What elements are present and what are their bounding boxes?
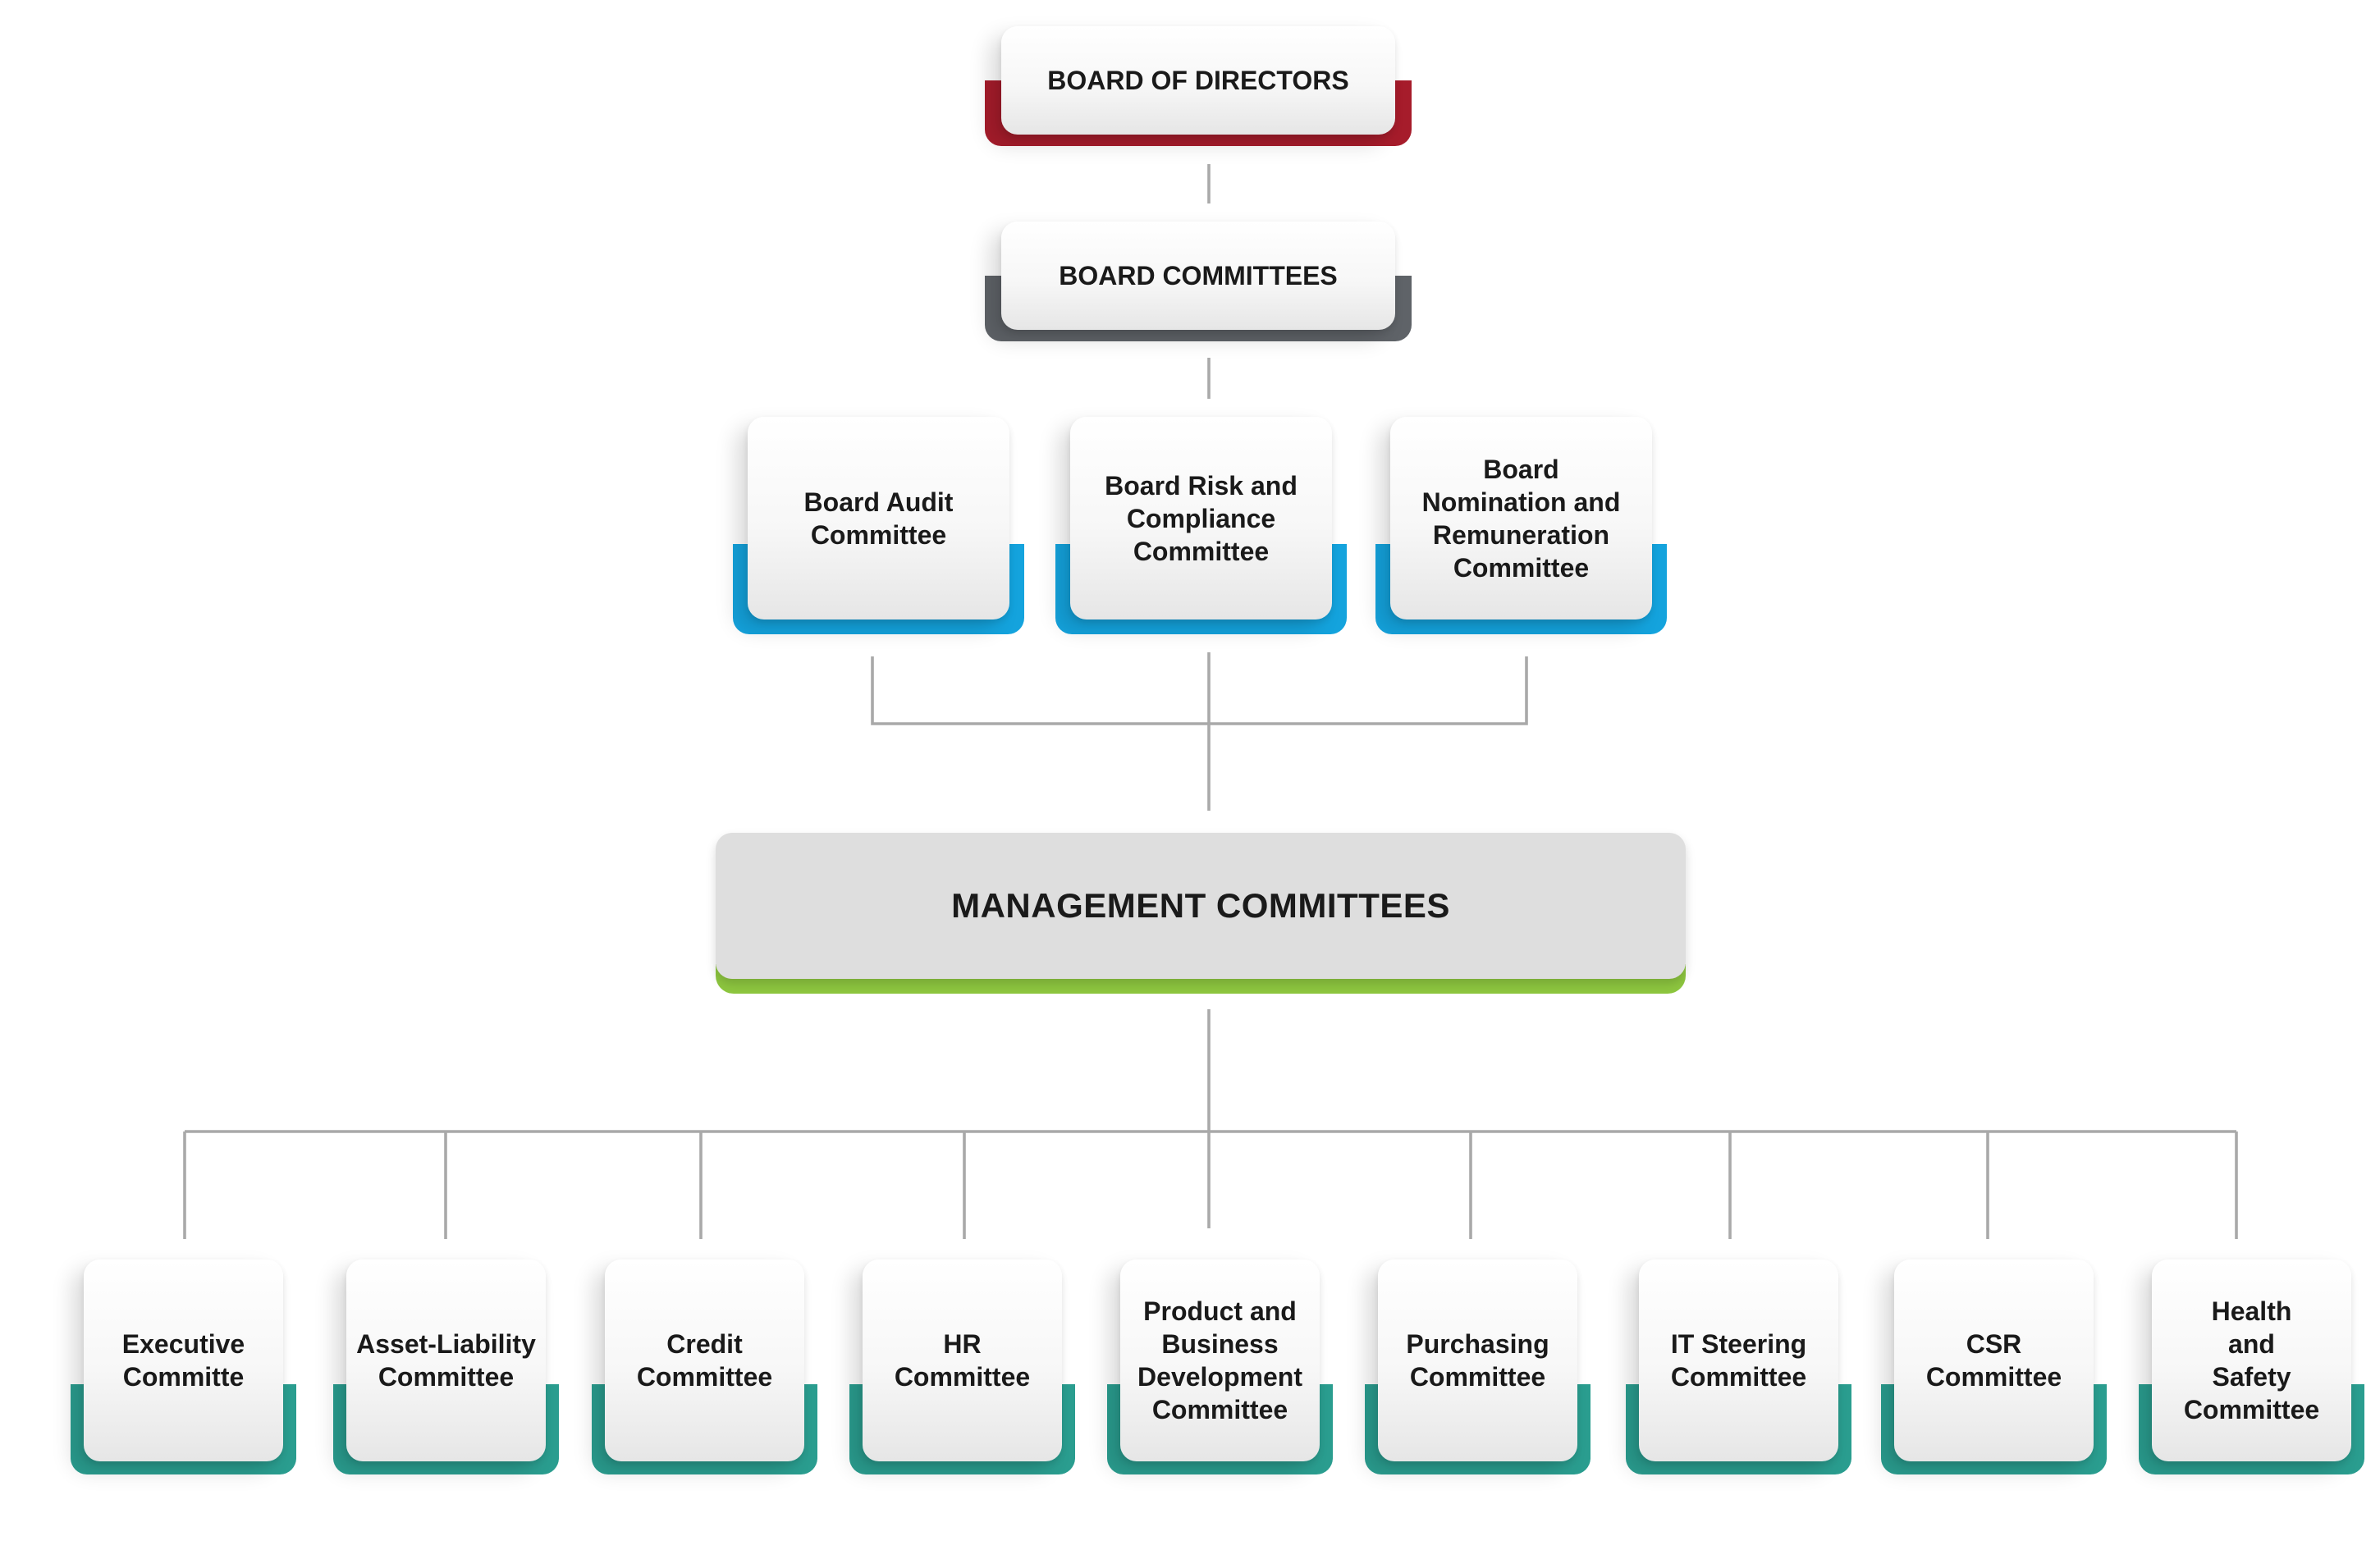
board-nomination-remuneration-committee-node: Board Nomination and Remuneration Commit… — [1375, 417, 1667, 634]
board-risk-compliance-committee-node: Board Risk and Compliance Committee — [1055, 417, 1347, 634]
board-audit-committee-node: Board Audit Committee — [733, 417, 1024, 634]
purchasing-committee-label: Purchasing Committee — [1378, 1260, 1577, 1461]
board-risk-compliance-committee-label: Board Risk and Compliance Committee — [1070, 417, 1332, 619]
board-of-directors-node: BOARD OF DIRECTORS — [985, 26, 1412, 146]
management-committees-label: MANAGEMENT COMMITTEES — [716, 833, 1686, 979]
hr-committee-node: HR Committee — [849, 1260, 1075, 1474]
board-of-directors-label: BOARD OF DIRECTORS — [1001, 26, 1395, 135]
board-committees-label: BOARD COMMITTEES — [1001, 222, 1395, 330]
product-business-development-committee-node: Product and Business Development Committ… — [1107, 1260, 1333, 1474]
executive-committee-label: Executive Committe — [84, 1260, 283, 1461]
board-committees-node: BOARD COMMITTEES — [985, 222, 1412, 341]
board-nomination-remuneration-committee-label: Board Nomination and Remuneration Commit… — [1390, 417, 1652, 619]
asset-liability-committee-label: Asset-Liability Committee — [346, 1260, 546, 1461]
credit-committee-label: Credit Committee — [605, 1260, 804, 1461]
health-safety-committee-node: Health and Safety Committee — [2139, 1260, 2364, 1474]
hr-committee-label: HR Committee — [863, 1260, 1062, 1461]
csr-committee-label: CSR Committee — [1894, 1260, 2094, 1461]
management-committees-node: MANAGEMENT COMMITTEES — [716, 833, 1686, 994]
product-business-development-committee-label: Product and Business Development Committ… — [1120, 1260, 1320, 1461]
it-steering-committee-label: IT Steering Committee — [1639, 1260, 1838, 1461]
csr-committee-node: CSR Committee — [1881, 1260, 2107, 1474]
connector-board-committee-branch — [871, 656, 1528, 725]
executive-committee-node: Executive Committe — [71, 1260, 296, 1474]
asset-liability-committee-node: Asset-Liability Committee — [333, 1260, 559, 1474]
it-steering-committee-node: IT Steering Committee — [1626, 1260, 1851, 1474]
purchasing-committee-node: Purchasing Committee — [1365, 1260, 1590, 1474]
board-audit-committee-label: Board Audit Committee — [748, 417, 1009, 619]
credit-committee-node: Credit Committee — [592, 1260, 817, 1474]
health-safety-committee-label: Health and Safety Committee — [2152, 1260, 2351, 1461]
